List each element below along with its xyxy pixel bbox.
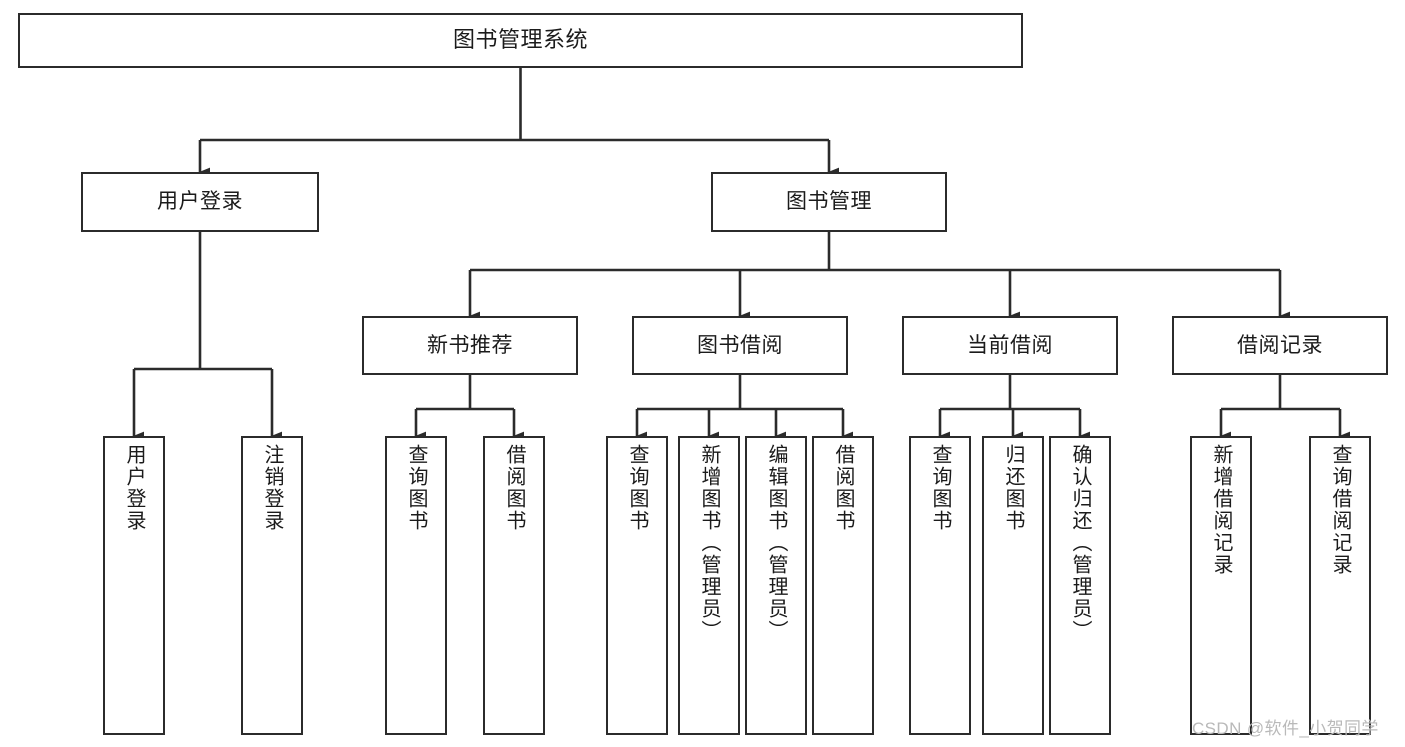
node-leaf-add-book[interactable]: 新增图书（管理员） (678, 436, 740, 735)
node-leaf-return-book[interactable]: 归还图书 (982, 436, 1044, 735)
node-leaf-add-borrow-record[interactable]: 新增借阅记录 (1190, 436, 1252, 735)
node-leaf-user-login[interactable]: 用户登录 (103, 436, 165, 735)
node-leaf-borrow-book-rec[interactable]: 借阅图书 (483, 436, 545, 735)
node-leaf-query-book-borrow-label: 查询图书 (626, 444, 648, 532)
node-leaf-logout-login[interactable]: 注销登录 (241, 436, 303, 735)
node-leaf-logout-login-label: 注销登录 (261, 444, 283, 532)
node-leaf-return-book-label: 归还图书 (1002, 444, 1024, 532)
node-user-login[interactable]: 用户登录 (81, 172, 319, 232)
node-leaf-add-book-label: 新增图书（管理员） (698, 444, 720, 642)
watermark-label: CSDN @软件_小贺同学 (1192, 719, 1379, 738)
node-root[interactable]: 图书管理系统 (18, 13, 1023, 68)
node-leaf-add-borrow-record-label: 新增借阅记录 (1210, 444, 1232, 576)
node-leaf-borrow-book[interactable]: 借阅图书 (812, 436, 874, 735)
node-new-book-recommend[interactable]: 新书推荐 (362, 316, 578, 375)
node-leaf-query-borrow-record-label: 查询借阅记录 (1329, 444, 1351, 576)
node-leaf-query-book-rec-label: 查询图书 (405, 444, 427, 532)
node-book-borrow[interactable]: 图书借阅 (632, 316, 848, 375)
node-book-borrow-label: 图书借阅 (697, 333, 783, 357)
node-leaf-user-login-label: 用户登录 (123, 444, 145, 532)
node-leaf-query-book-borrow[interactable]: 查询图书 (606, 436, 668, 735)
node-leaf-query-borrow-record[interactable]: 查询借阅记录 (1309, 436, 1371, 735)
node-leaf-borrow-book-label: 借阅图书 (832, 444, 854, 532)
node-book-manage-label: 图书管理 (786, 190, 872, 214)
node-root-label: 图书管理系统 (452, 27, 588, 53)
node-leaf-edit-book-label: 编辑图书（管理员） (765, 444, 787, 642)
node-leaf-confirm-return[interactable]: 确认归还（管理员） (1049, 436, 1111, 735)
node-leaf-edit-book[interactable]: 编辑图书（管理员） (745, 436, 807, 735)
node-leaf-confirm-return-label: 确认归还（管理员） (1069, 444, 1091, 642)
node-leaf-query-book-cur-label: 查询图书 (929, 444, 951, 532)
node-leaf-borrow-book-rec-label: 借阅图书 (503, 444, 525, 532)
node-borrow-record-label: 借阅记录 (1237, 333, 1323, 357)
node-new-book-recommend-label: 新书推荐 (427, 333, 513, 357)
node-current-borrow[interactable]: 当前借阅 (902, 316, 1118, 375)
node-current-borrow-label: 当前借阅 (967, 333, 1053, 357)
edge-paths (132, 68, 1351, 441)
node-user-login-label: 用户登录 (157, 190, 243, 214)
node-book-manage[interactable]: 图书管理 (711, 172, 947, 232)
node-borrow-record[interactable]: 借阅记录 (1172, 316, 1388, 375)
node-leaf-query-book-rec[interactable]: 查询图书 (385, 436, 447, 735)
node-leaf-query-book-cur[interactable]: 查询图书 (909, 436, 971, 735)
